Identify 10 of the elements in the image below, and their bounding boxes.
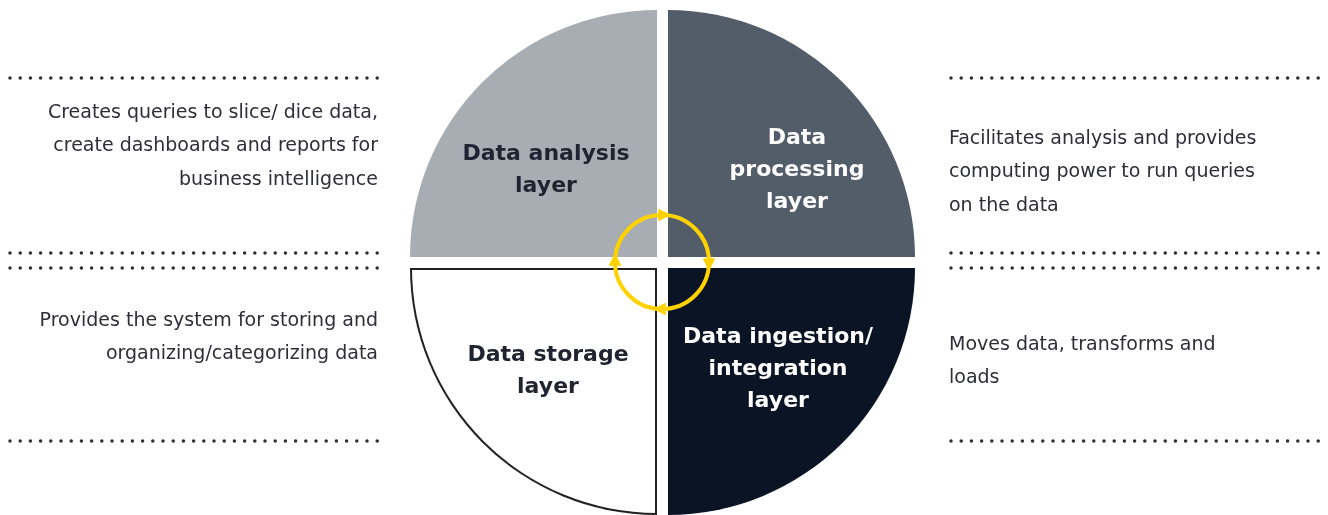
layer-title: Data processing layer (728, 123, 866, 215)
quadrant-segment (410, 268, 657, 515)
quadrant-segment (668, 268, 915, 515)
layer-title: Data ingestion/ integration layer (682, 322, 874, 414)
layer-title: Data analysis layer (461, 139, 631, 199)
layer-description: Creates queries to slice/ dice data, create dashboards and reports for business intelligence (46, 99, 378, 191)
layer-description: Moves data, transforms and loads (949, 331, 1217, 390)
layer-title: Data storage layer (466, 340, 630, 400)
layer-description: Facilitates analysis and provides computing power to run queries on the data (949, 125, 1258, 217)
layer-description: Provides the system for storing and organizing/categorizing data (38, 307, 378, 366)
